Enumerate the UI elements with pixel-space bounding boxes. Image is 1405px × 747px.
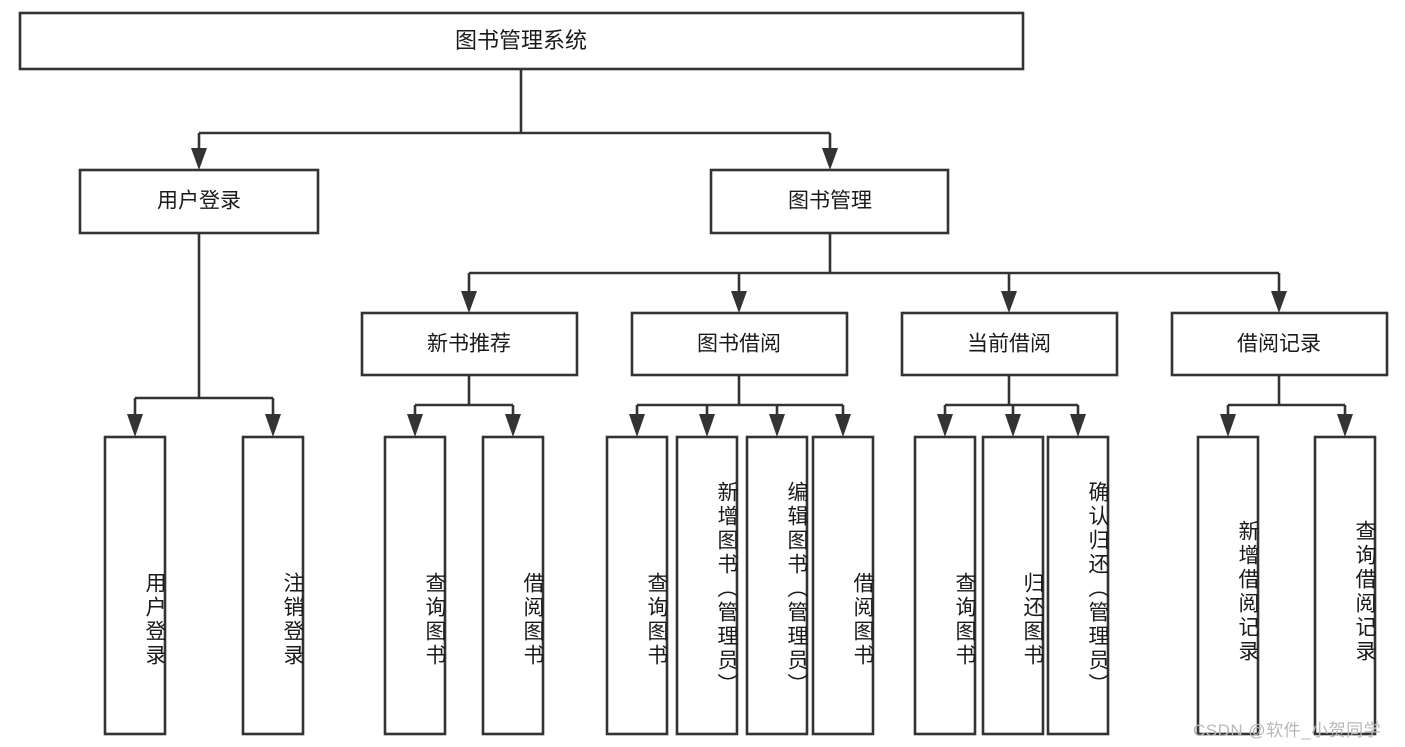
arrow-to-user-login — [191, 148, 207, 170]
node-new-book-recommend-label: 新书推荐 — [427, 333, 511, 356]
leaf-box-borrow-3[interactable] — [745, 435, 809, 736]
arrow-current-borrow-leaf3 — [1070, 414, 1086, 437]
arrow-borrow-record-leaf2 — [1337, 414, 1353, 437]
arrow-to-borrow-record — [1271, 291, 1287, 313]
arrow-borrow-leaf3 — [769, 414, 785, 437]
watermark-text: CSDN @软件_小贺同学 — [1193, 721, 1382, 740]
node-user-login-label: 用户登录 — [157, 190, 241, 213]
node-root[interactable]: 图书管理系统 — [18, 11, 1025, 71]
arrow-to-current-borrow — [1001, 291, 1017, 313]
arrow-to-new-book — [461, 291, 477, 313]
arrow-user-login-leaf2 — [265, 414, 281, 437]
node-current-borrow-label: 当前借阅 — [967, 333, 1051, 356]
node-book-management-box[interactable] — [709, 168, 950, 235]
leaf-box-user-login-2[interactable] — [241, 435, 305, 736]
leaf-box-new-book-2[interactable] — [481, 435, 545, 736]
arrow-current-borrow-leaf2 — [1005, 414, 1021, 437]
node-book-management-label: 图书管理 — [788, 190, 872, 213]
arrow-borrow-leaf1 — [629, 414, 645, 437]
arrow-borrow-leaf4 — [835, 414, 851, 437]
leaf-box-current-borrow-1[interactable] — [913, 435, 977, 736]
leaf-box-borrow-record-2[interactable] — [1313, 435, 1377, 736]
node-borrow-record-box[interactable] — [1170, 311, 1389, 377]
node-new-book-recommend-box[interactable] — [360, 311, 579, 377]
node-book-borrow-box[interactable] — [630, 311, 849, 377]
leaf-box-borrow-4[interactable] — [811, 435, 875, 736]
arrow-current-borrow-leaf1 — [937, 414, 953, 437]
arrow-user-login-leaf1 — [127, 414, 143, 437]
leaf-box-borrow-record-1[interactable] — [1196, 435, 1260, 736]
node-book-borrow-label: 图书借阅 — [697, 333, 781, 356]
node-root-label: 图书管理系统 — [455, 28, 587, 53]
arrow-new-book-leaf2 — [505, 414, 521, 437]
node-current-borrow[interactable]: 当前借阅 — [900, 311, 1119, 377]
arrow-to-book-mgmt — [822, 148, 838, 170]
node-book-management[interactable]: 图书管理 — [709, 168, 950, 235]
arrow-borrow-leaf2 — [699, 414, 715, 437]
leaf-box-new-book-1[interactable] — [383, 435, 447, 736]
leaf-box-user-login-1[interactable] — [103, 435, 167, 736]
node-root-box[interactable] — [18, 11, 1025, 71]
node-new-book-recommend[interactable]: 新书推荐 — [360, 311, 579, 377]
leaf-box-current-borrow-2[interactable] — [981, 435, 1045, 736]
arrow-to-borrow — [731, 291, 747, 313]
node-borrow-record[interactable]: 借阅记录 — [1170, 311, 1389, 377]
node-book-borrow[interactable]: 图书借阅 — [630, 311, 849, 377]
arrow-borrow-record-leaf1 — [1220, 414, 1236, 437]
leaf-box-borrow-2[interactable] — [675, 435, 739, 736]
leaf-box-borrow-1[interactable] — [605, 435, 669, 736]
arrow-new-book-leaf1 — [407, 414, 423, 437]
node-current-borrow-box[interactable] — [900, 311, 1119, 377]
node-borrow-record-label: 借阅记录 — [1237, 333, 1321, 356]
leaf-box-current-borrow-3[interactable] — [1046, 435, 1110, 736]
node-user-login[interactable]: 用户登录 — [78, 168, 320, 235]
connector-group — [127, 69, 1353, 437]
node-user-login-box[interactable] — [78, 168, 320, 235]
